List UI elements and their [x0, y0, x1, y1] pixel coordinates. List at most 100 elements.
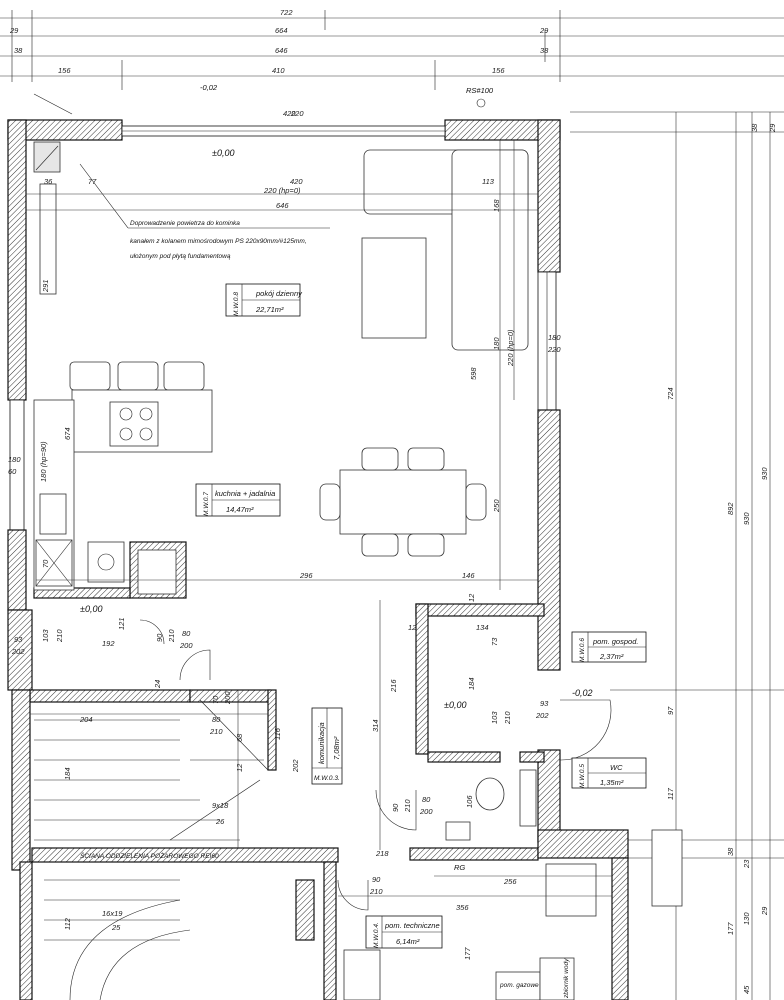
tech-name: pom. techniczne [384, 921, 440, 930]
dim-right-29b: 29 [760, 906, 769, 916]
dim-29-right: 29 [539, 26, 549, 35]
dim-202b: 202 [291, 759, 300, 773]
dim-16x19: 16x19 [102, 909, 123, 918]
dim-180a: 180 [492, 337, 501, 350]
comm-name: komunikacja [317, 722, 326, 764]
section-symbol [476, 98, 486, 108]
dining-table [339, 469, 467, 535]
dim-210a: 210 [503, 711, 512, 725]
stool-3 [163, 361, 205, 391]
dim-60: 60 [8, 467, 17, 476]
dim-180hp90: 180 (hp=90) [39, 441, 48, 482]
pantry-name: pom. gospod. [592, 637, 638, 646]
chair-top-2 [407, 447, 445, 471]
dim-90c: 90 [372, 875, 381, 884]
wc-name: WC [610, 763, 623, 772]
dim-80b: 80 [212, 715, 221, 724]
kitchen-code: M.W.0.7 [203, 492, 210, 516]
dim-210g: 210 [369, 887, 383, 896]
top-dimension-chains: 722 29 664 29 38 646 38 156 410 156 -0,0… [0, 8, 784, 115]
level-living: ±0,00 [212, 148, 234, 158]
dim-right-45: 45 [742, 985, 751, 994]
firewall-label: ŚCIANA ODDZIELENIA POŻAROWEGO REI60 [80, 851, 219, 860]
dim-right-892: 892 [726, 502, 735, 515]
coffee-table [361, 237, 427, 339]
dim-right-97: 97 [666, 706, 675, 715]
wc-code: M.W.0.5 [579, 764, 586, 788]
pantry-area: 2,37m² [599, 652, 624, 661]
dim-420a: 420 [283, 109, 296, 118]
dim-180b: 180 [548, 333, 561, 342]
dim-right-38b: 38 [726, 847, 735, 856]
sofa-side [451, 149, 529, 351]
dim-80a: 80 [182, 629, 191, 638]
stairs [34, 699, 269, 1000]
wc-sink [445, 821, 471, 841]
dim-38-right: 38 [540, 46, 549, 55]
dim-106: 106 [465, 795, 474, 808]
living-area: 22,71m² [255, 305, 284, 314]
dim-right-930b: 930 [760, 467, 769, 480]
dim-202-left: 202 [11, 647, 25, 656]
stool-1 [69, 361, 111, 391]
exterior-walls [7, 119, 561, 871]
dim-220b: 220 [547, 345, 561, 354]
dim-25: 25 [111, 923, 121, 932]
label-water-tank: zbiornik wody [563, 958, 570, 999]
dim-202: 202 [535, 711, 549, 720]
level-top: -0,02 [200, 83, 218, 92]
living-name: pokój dzienny [255, 289, 303, 298]
dim-674: 674 [63, 427, 72, 440]
label-rg: RG [454, 863, 465, 872]
dim-200c: 200 [419, 807, 433, 816]
fireplace-icon [33, 141, 61, 173]
dim-80c: 80 [422, 795, 431, 804]
wardrobe [137, 549, 177, 595]
dim-26: 26 [215, 817, 225, 826]
note-line-2: kanałem z kolanem mimośrodowym PS 220x90… [130, 238, 307, 245]
label-gas-room: pom. gazowe [499, 982, 539, 989]
dim-right-130: 130 [742, 912, 751, 925]
dim-right-724: 724 [666, 387, 675, 400]
dim-291: 291 [41, 279, 50, 293]
dim-68: 68 [235, 733, 244, 742]
chair-bottom-1 [361, 533, 399, 557]
right-dimension-chains: 38 29 724 892 930 930 97 117 38 23 177 1… [570, 111, 784, 1000]
dim-38-left: 38 [14, 46, 23, 55]
dim-90b: 90 [391, 803, 400, 812]
dim-121: 121 [117, 617, 126, 630]
door-swings [139, 619, 612, 911]
dim-156-right: 156 [492, 66, 505, 75]
dim-410: 410 [272, 66, 285, 75]
dim-210c: 210 [167, 629, 176, 643]
comm-area: 7,08m² [332, 736, 341, 760]
dim-112: 112 [63, 917, 72, 930]
dim-90a: 90 [155, 633, 164, 642]
section-mark: RS#100 [466, 86, 494, 95]
comm-code: M.W.0.3. [314, 775, 340, 782]
wc-area: 1,35m² [600, 778, 624, 787]
dim-722: 722 [280, 8, 293, 17]
dim-220hp2: 220 (hp=0) [506, 329, 515, 367]
dim-134: 134 [476, 623, 489, 632]
dim-177b: 177 [463, 947, 472, 960]
chair-top-1 [361, 447, 399, 471]
boiler [545, 863, 597, 917]
dim-70b: 70 [211, 695, 220, 704]
dim-103b: 103 [41, 629, 50, 642]
dim-210b: 210 [55, 629, 64, 643]
dim-220a: 220 [290, 109, 304, 118]
chair-right [465, 483, 487, 521]
kitchen-area: 14,47m² [226, 505, 254, 514]
dim-12b: 12 [408, 623, 417, 632]
dim-216: 216 [389, 679, 398, 693]
dim-356: 356 [456, 903, 469, 912]
tech-area: 6,14m² [396, 937, 420, 946]
kitchen-name: kuchnia + jadalnia [215, 489, 275, 498]
note-line-1: Doprowadzenie powietrza do kominka [130, 220, 240, 227]
fireplace-note: Doprowadzenie powietrza do kominka kanał… [79, 163, 330, 260]
dim-right-930a: 930 [742, 512, 751, 525]
dim-156-left: 156 [58, 66, 71, 75]
dim-right-177: 177 [726, 922, 735, 935]
